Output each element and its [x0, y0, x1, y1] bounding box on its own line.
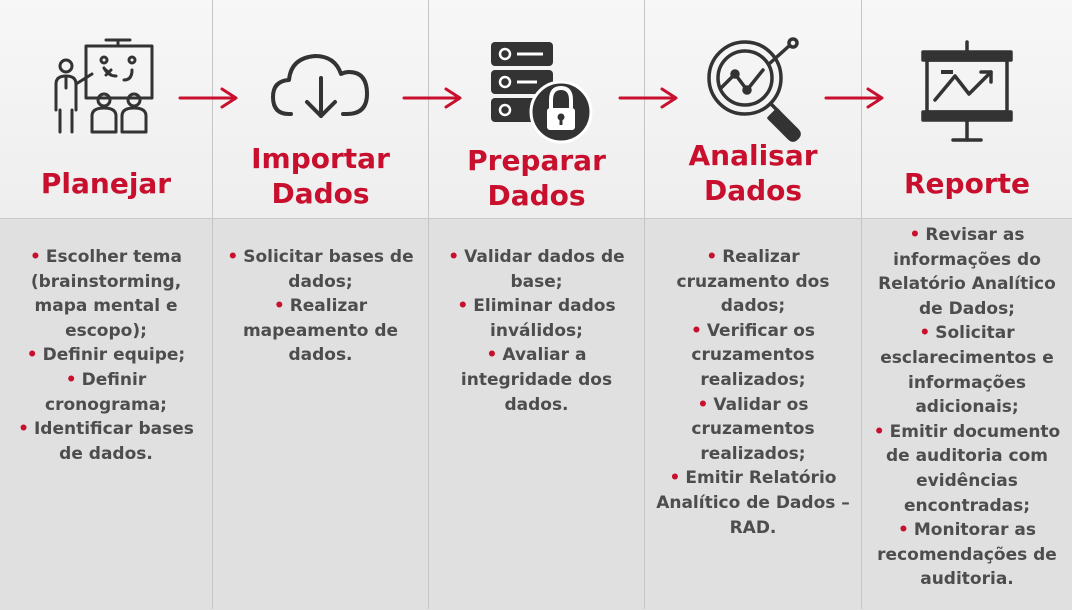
bullet-item: Avaliar a integridade dos dados.	[433, 343, 640, 417]
bullet-item: Validar os cruzamentos realizados;	[649, 393, 857, 467]
bullet-item: Emitir Relatório Analítico de Dados – RA…	[649, 466, 857, 540]
step-title-line: Dados	[487, 179, 586, 212]
step-analisar-dados: Analisar Dados Realizar cruzamento dos d…	[645, 0, 861, 609]
arrow-right-icon	[618, 87, 678, 109]
step-bullets: Realizar cruzamento dos dados; Verificar…	[649, 245, 857, 540]
magnifier-analytics-icon	[707, 37, 801, 142]
bullet-item: Escolher tema (brainstorming, mapa menta…	[4, 245, 208, 343]
step-bullets: Escolher tema (brainstorming, mapa menta…	[4, 245, 208, 466]
database-lock-icon	[490, 42, 592, 144]
step-title-line: Planejar	[40, 167, 172, 200]
column-divider	[428, 0, 429, 609]
step-title-line: Analisar	[688, 139, 818, 172]
arrow-right-icon	[402, 87, 462, 109]
cloud-download-icon	[270, 54, 369, 118]
presentation-board-icon	[921, 40, 1013, 142]
bullet-item: Validar dados de base;	[433, 245, 640, 294]
step-title-line: Preparar	[467, 144, 606, 177]
bullet-item: Eliminar dados inválidos;	[433, 294, 640, 343]
column-divider	[861, 0, 862, 609]
step-title: Analisar Dados	[645, 138, 861, 208]
bullet-item: Verificar os cruzamentos realizados;	[649, 319, 857, 393]
step-planejar: Planejar Escolher tema (brainstorming, m…	[0, 0, 212, 609]
bullet-item: Realizar mapeamento de dados.	[217, 294, 424, 368]
step-title-line: Dados	[271, 177, 370, 210]
arrow-right-icon	[824, 87, 884, 109]
step-title-line: Dados	[703, 174, 803, 207]
arrow-right-icon	[178, 87, 238, 109]
step-reporte: Reporte Revisar as informações do Relató…	[862, 0, 1072, 609]
step-title-line: Importar	[251, 142, 390, 175]
step-title: Importar Dados	[213, 141, 428, 211]
bullet-item: Definir cronograma;	[4, 368, 208, 417]
column-divider	[644, 0, 645, 609]
step-bullets: Revisar as informações do Relatório Anal…	[866, 223, 1068, 592]
step-importar-dados: Importar Dados Solicitar bases de dados;…	[213, 0, 428, 609]
bullet-item: Emitir documento de auditoria com evidên…	[866, 420, 1068, 518]
step-bullets: Solicitar bases de dados; Realizar mapea…	[217, 245, 424, 368]
bullet-item: Solicitar bases de dados;	[217, 245, 424, 294]
step-title: Planejar	[0, 166, 212, 201]
bullet-item: Revisar as informações do Relatório Anal…	[866, 223, 1068, 321]
step-preparar-dados: Preparar Dados Validar dados de base; El…	[429, 0, 644, 609]
bullet-item: Solicitar esclarecimentos e informações …	[866, 321, 1068, 419]
bullet-item: Definir equipe;	[4, 343, 208, 368]
step-title: Reporte	[862, 166, 1072, 201]
step-bullets: Validar dados de base; Eliminar dados in…	[433, 245, 640, 417]
bullet-item: Realizar cruzamento dos dados;	[649, 245, 857, 319]
bullet-item: Identificar bases de dados.	[4, 417, 208, 466]
planning-meeting-icon	[54, 38, 154, 134]
column-divider	[212, 0, 213, 609]
step-title: Preparar Dados	[429, 143, 644, 213]
step-title-line: Reporte	[903, 167, 1030, 200]
bullet-item: Monitorar as recomendações de auditoria.	[866, 518, 1068, 592]
